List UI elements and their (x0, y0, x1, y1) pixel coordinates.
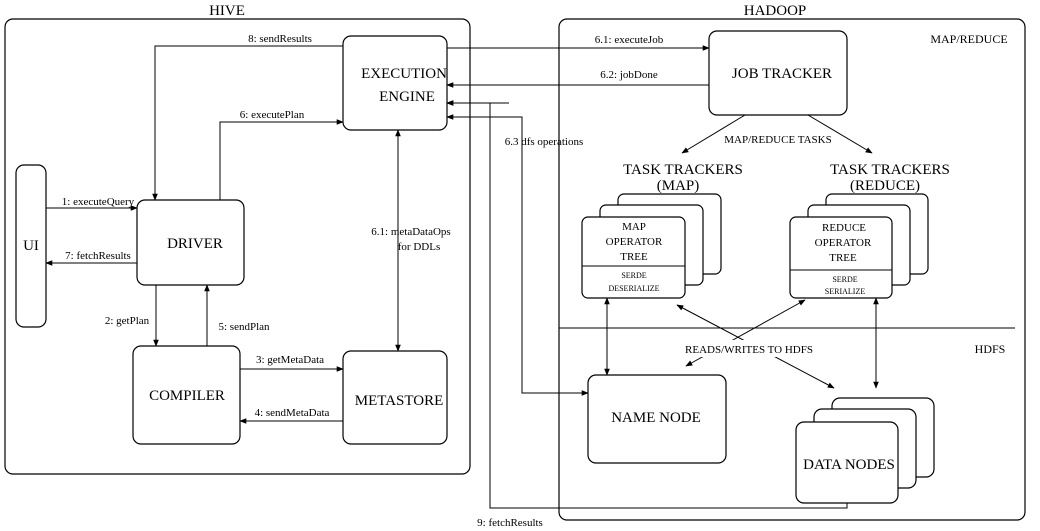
mapreduce-tasks-label: MAP/REDUCE TASKS (724, 134, 831, 146)
dfs-operations-arrow (446, 114, 589, 396)
execution-engine-label-line2: ENGINE (379, 89, 435, 105)
execution-engine-label-line1: EXECUTION (361, 66, 447, 82)
final-fetch-results-label: 9: fetchResults (477, 517, 543, 529)
hive-title: HIVE (209, 3, 245, 19)
compiler-box (132, 345, 241, 445)
hdfs-section-label: HDFS (975, 342, 1006, 356)
map-operator-line1: MAP (622, 221, 646, 233)
task-trackers-reduce-line1: TASK TRACKERS (830, 162, 950, 178)
metadata-ops-label-line1: 6.1: metaDataOps (371, 226, 450, 238)
fetch-results-label: 7: fetchResults (65, 250, 131, 262)
execution-engine-box (342, 35, 448, 131)
metadata-ops-label-line2: for DDLs (398, 241, 440, 253)
task-trackers-reduce-line2: (REDUCE) (850, 178, 920, 194)
task-trackers-map-line1: TASK TRACKERS (623, 162, 743, 178)
job-tracker-label: JOB TRACKER (732, 66, 832, 82)
dfs-operations-label: 6.3 dfs operations (505, 136, 584, 148)
send-results-label: 8: sendResults (248, 33, 312, 45)
driver-label: DRIVER (167, 236, 223, 252)
job-tracker-box (708, 30, 848, 116)
reduce-operator-line2: OPERATOR (815, 237, 872, 249)
map-serde-line1: SERDE (621, 271, 646, 280)
reads-writes-label-bg (677, 340, 823, 357)
map-tasks-arrow (681, 114, 746, 154)
execute-query-label: 1: executeQuery (62, 196, 135, 208)
ui-box (15, 164, 47, 328)
get-plan-label: 2: getPlan (105, 315, 150, 327)
reduce-operator-line1: REDUCE (822, 222, 866, 234)
metastore-label: METASTORE (355, 393, 444, 409)
send-metadata-label: 4: sendMetaData (255, 407, 330, 419)
execute-job-label: 6.1: executeJob (595, 34, 664, 46)
name-node-box (587, 374, 727, 464)
metastore-box (342, 350, 448, 445)
task-trackers-map-line2: (MAP) (657, 178, 700, 194)
reduce-tasks-arrow (807, 114, 873, 154)
send-plan-label: 5: sendPlan (218, 321, 270, 333)
execute-plan-arrow (219, 119, 344, 200)
get-metadata-label: 3: getMetaData (256, 354, 324, 366)
job-done-label: 6.2: jobDone (600, 69, 658, 81)
reduce-serde-line2: SERIALIZE (825, 287, 866, 296)
reduce-operator-line3: TREE (829, 252, 857, 264)
final-fetch-results-arrow (446, 100, 848, 509)
reads-writes-label: READS/WRITES TO HDFS (685, 344, 813, 356)
driver-box (136, 199, 245, 286)
hadoop-title: HADOOP (744, 3, 807, 19)
map-serde-line2: DESERIALIZE (608, 284, 659, 293)
compiler-label: COMPILER (149, 388, 225, 404)
ui-label: UI (23, 238, 39, 254)
reduce-serde-line1: SERDE (832, 275, 857, 284)
name-node-label: NAME NODE (611, 410, 701, 426)
data-nodes-label: DATA NODES (803, 457, 895, 473)
mapreduce-section-label: MAP/REDUCE (930, 32, 1007, 46)
send-results-arrow (152, 45, 343, 201)
map-operator-line2: OPERATOR (606, 236, 663, 248)
reduce-operator-box (789, 216, 893, 299)
execute-plan-label: 6: executePlan (240, 109, 305, 121)
map-operator-line3: TREE (620, 251, 648, 263)
